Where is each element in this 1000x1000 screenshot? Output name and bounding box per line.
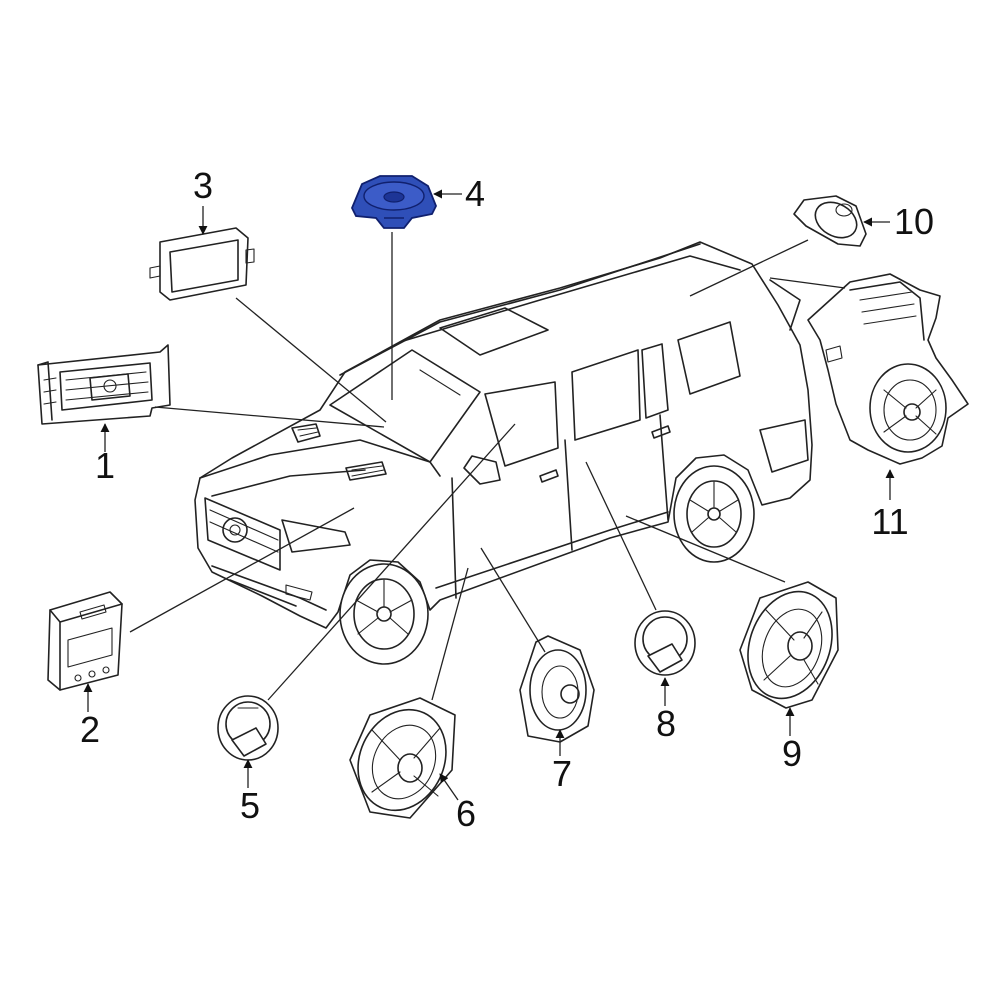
callout-1: 1 (95, 445, 115, 486)
callout-7: 7 (552, 753, 572, 794)
part-2-amplifier (47, 591, 123, 691)
callout-10: 10 (894, 201, 934, 242)
callout-2: 2 (80, 709, 100, 750)
callout-11: 11 (871, 501, 908, 542)
part-6-door-speaker (349, 697, 456, 819)
part-3-display-screen (149, 227, 255, 301)
part-4-dash-speaker-highlighted (351, 175, 437, 229)
callout-6: 6 (456, 793, 476, 834)
callout-9: 9 (782, 733, 802, 774)
part-8-small-speaker (634, 610, 696, 676)
leader-lines (129, 232, 846, 701)
callout-3: 3 (193, 165, 213, 206)
part-9-large-speaker (739, 581, 839, 709)
callout-5: 5 (240, 785, 260, 826)
vehicle-illustration (194, 241, 813, 665)
part-7-oval-speaker (519, 635, 595, 743)
part-11-subwoofer-enclosure (807, 273, 969, 465)
callout-labels: 1 2 3 4 5 6 7 8 9 10 11 (80, 165, 934, 834)
part-5-small-speaker (217, 695, 279, 761)
callout-arrows (83, 189, 895, 801)
callout-4: 4 (465, 173, 485, 214)
callout-8: 8 (656, 703, 676, 744)
part-1-control-panel (37, 344, 171, 425)
part-10-tweeter (793, 195, 867, 247)
